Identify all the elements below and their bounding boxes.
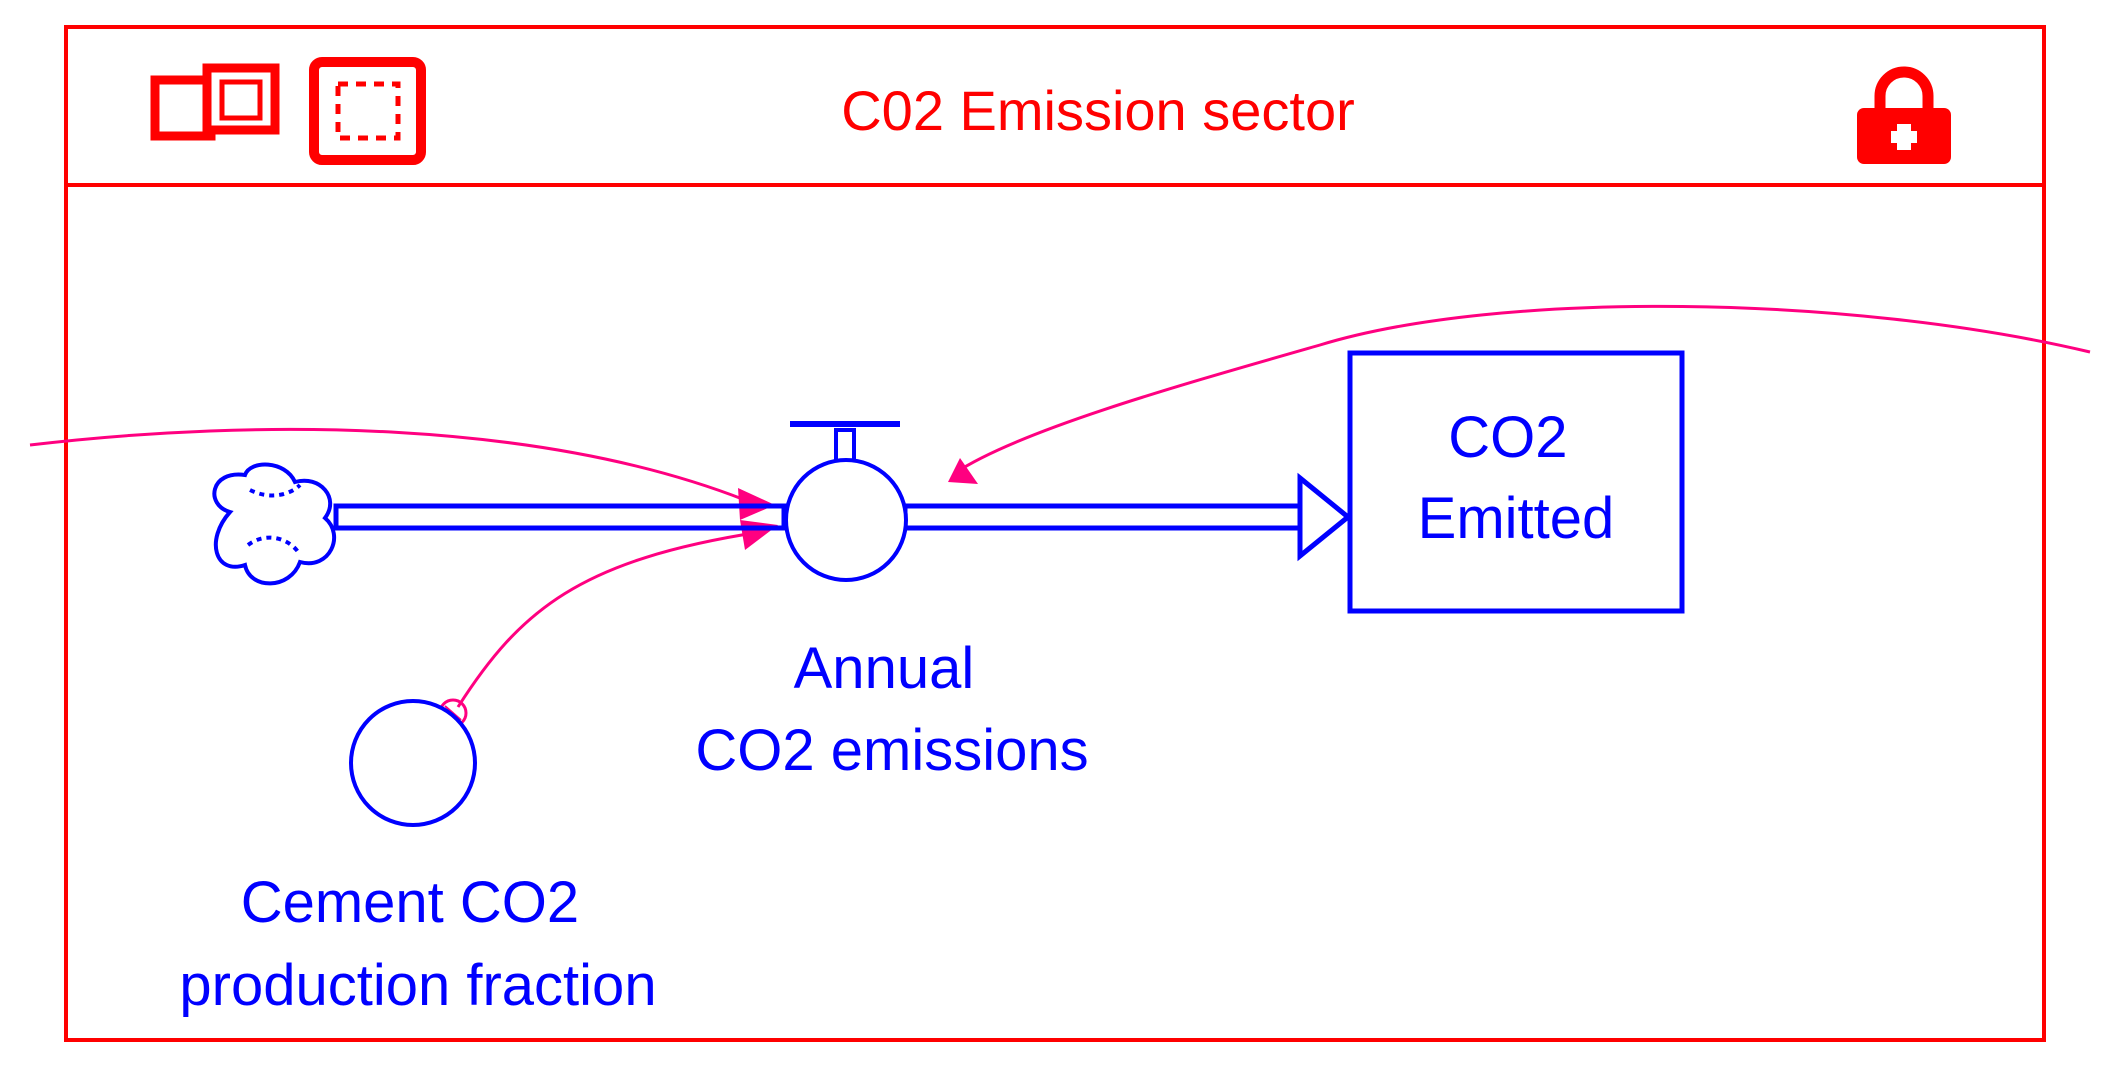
- window-icon[interactable]: [150, 63, 280, 141]
- stock-label: CO2 Emitted: [1418, 405, 1615, 551]
- converter-label: Cement CO2 production fraction: [179, 870, 656, 1018]
- stock-box[interactable]: [1347, 350, 1685, 614]
- converter-label-line2: production fraction: [179, 953, 656, 1018]
- sector-frame[interactable]: [64, 25, 2046, 1042]
- frame-icon[interactable]: [309, 57, 426, 165]
- connector-arrowhead-converter: [740, 520, 778, 550]
- stock-label-line1: CO2: [1448, 405, 1567, 470]
- converter-circle[interactable]: [349, 699, 477, 827]
- stock-label-line2: Emitted: [1418, 486, 1615, 551]
- flow-valve[interactable]: [784, 421, 908, 582]
- flow-label-line2: CO2 emissions: [695, 718, 1088, 783]
- flow-label: Annual CO2 emissions: [695, 636, 1088, 783]
- lock-icon[interactable]: [1857, 66, 1951, 164]
- converter-label-line1: Cement CO2: [241, 870, 579, 935]
- connector-arc-left: [29, 427, 746, 502]
- connector-arc-right: [954, 304, 2091, 475]
- flow-label-line1: Annual: [794, 636, 975, 701]
- sector-title: C02 Emission sector: [841, 79, 1355, 142]
- cloud-source-icon[interactable]: [212, 462, 337, 586]
- connector-origin-tick: [444, 705, 462, 721]
- connector-converter-to-flow: [456, 530, 761, 708]
- connector-arrowhead-right: [948, 458, 978, 484]
